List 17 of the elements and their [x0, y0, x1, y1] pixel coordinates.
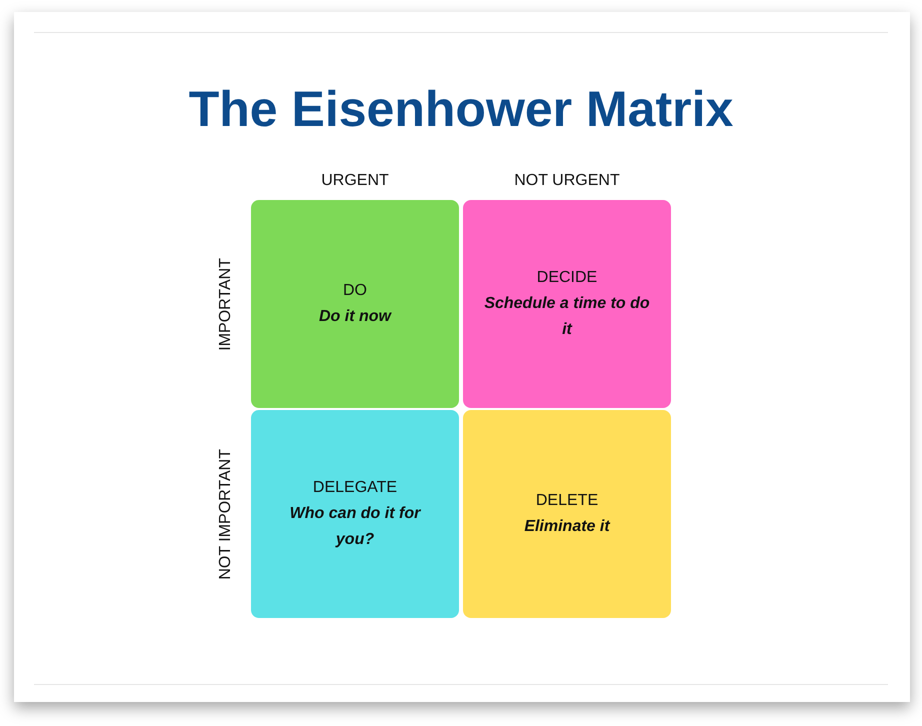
quadrant-card: [463, 410, 671, 618]
quadrant-description: Do it now: [318, 307, 393, 327]
row-header: IMPORTANT: [217, 258, 235, 350]
quadrant-description: Eliminate it: [523, 517, 612, 537]
quadrant-heading: DELEGATE: [312, 478, 398, 498]
quadrant-card: [251, 410, 459, 618]
quadrant-description: Who can do it for you?: [288, 504, 422, 550]
row-header: NOT IMPORTANT: [217, 448, 235, 580]
column-header: NOT URGENT: [513, 172, 621, 190]
quadrant-card: [251, 200, 459, 408]
quadrant-heading: DO: [343, 281, 367, 301]
quadrant-description: Schedule a time to do it: [483, 294, 651, 340]
quadrant-heading: DELETE: [536, 491, 598, 511]
column-header: URGENT: [320, 172, 390, 190]
title: The Eisenhower Matrix: [188, 80, 734, 138]
quadrant-heading: DECIDE: [536, 268, 598, 288]
quadrant-card: [463, 200, 671, 408]
